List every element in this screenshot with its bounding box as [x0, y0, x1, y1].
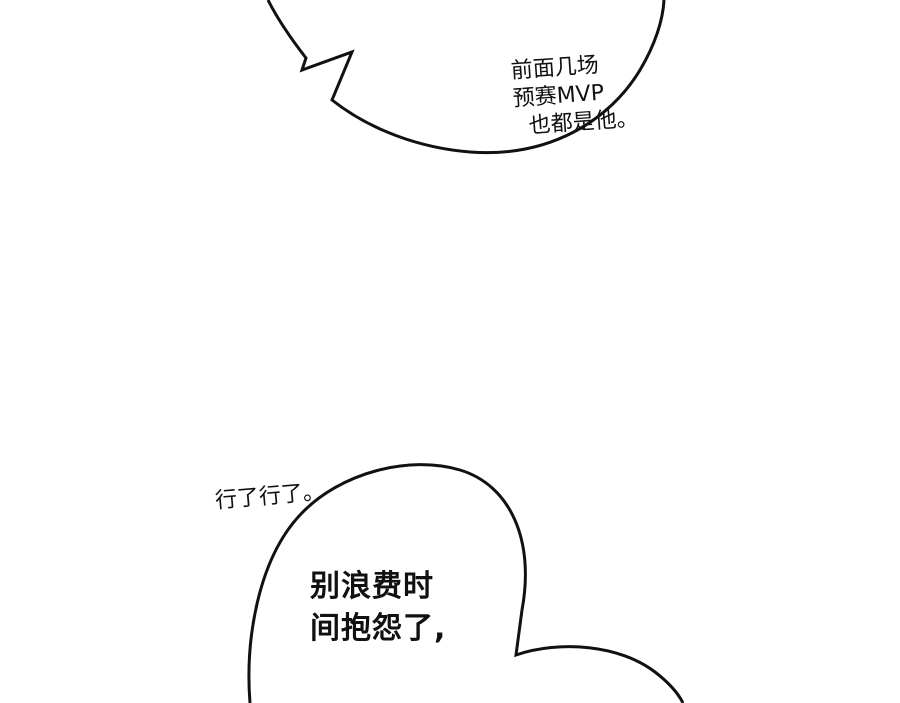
- bottom-speech-bubble: [247, 463, 685, 703]
- dialogue-line-2: 间抱怨了,: [310, 611, 447, 646]
- top-speech-bubble: [266, 0, 666, 155]
- bottom-bubble-dialogue: 别浪费时 间抱怨了,: [310, 566, 446, 650]
- dialogue-line-1: 别浪费时: [310, 569, 434, 604]
- top-bubble-caption: 前面几场 预赛MVP 也都是他。: [510, 49, 640, 141]
